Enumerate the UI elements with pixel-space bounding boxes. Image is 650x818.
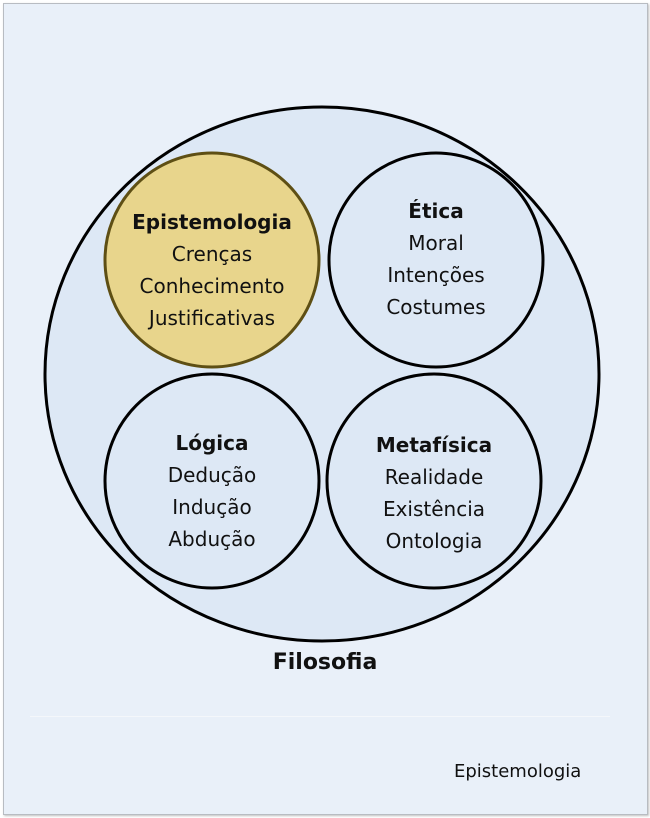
circle-item: Moral xyxy=(408,231,464,255)
circle-item: Crenças xyxy=(171,242,253,266)
logica-label: Lógica Dedução Indução Abdução xyxy=(105,427,319,555)
circle-item: Justificativas xyxy=(148,306,276,330)
circle-item: Dedução xyxy=(167,463,257,487)
circle-title: Lógica xyxy=(175,431,249,455)
circle-title: Metafísica xyxy=(375,433,493,457)
circle-item: Intenções xyxy=(387,263,485,287)
metafisica-label: Metafísica Realidade Existência Ontologi… xyxy=(327,429,541,557)
circle-title: Epistemologia xyxy=(132,210,292,234)
circle-item: Existência xyxy=(382,497,486,521)
metafisica-circle xyxy=(325,372,543,590)
epistemologia-label: Epistemologia Crenças Conhecimento Justi… xyxy=(105,206,319,334)
circle-item: Costumes xyxy=(386,295,486,319)
circle-item: Realidade xyxy=(384,465,484,489)
etica-circle xyxy=(327,151,545,369)
etica-label: Ética Moral Intenções Costumes xyxy=(329,195,543,323)
divider xyxy=(30,716,610,717)
circle-item: Ontologia xyxy=(385,529,483,553)
epistemologia-circle xyxy=(103,151,321,369)
filosofia-label: Filosofia xyxy=(272,650,378,675)
footer-caption: Epistemologia xyxy=(454,761,582,782)
circle-item: Indução xyxy=(172,495,252,519)
circle-item: Abdução xyxy=(168,527,256,551)
circle-item: Conhecimento xyxy=(139,274,285,298)
circle-title: Ética xyxy=(408,199,464,223)
logica-circle xyxy=(103,372,321,590)
